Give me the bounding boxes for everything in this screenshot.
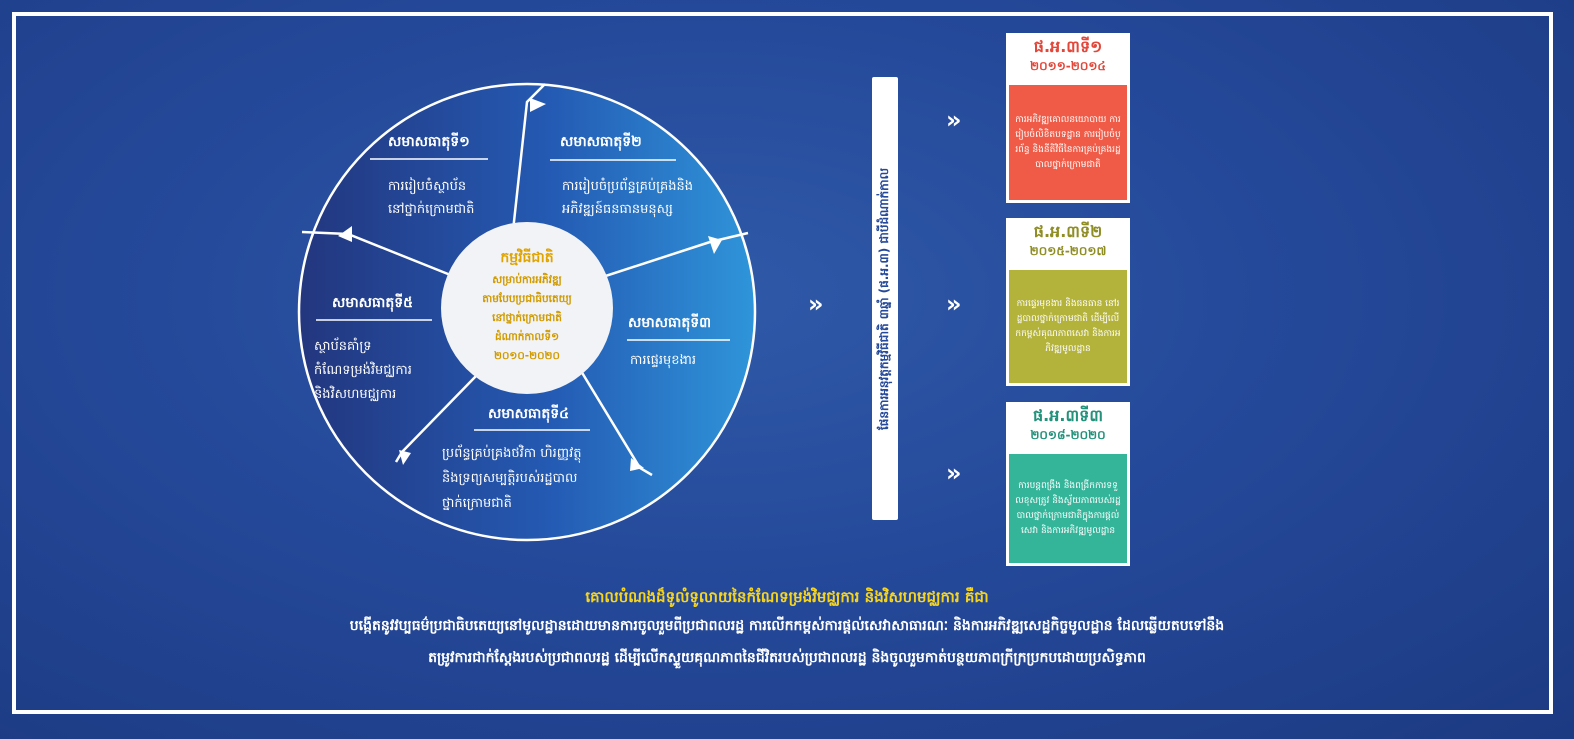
spoke-arrowheads: [338, 98, 722, 471]
phases-vertical-bar: ផែនការអនុវត្តកម្មវិធីជាតិ ៣ឆ្នាំ (ផ.អ.៣)…: [872, 77, 898, 520]
segment-5-line-3: និងវិសហមជ្ឈការ: [314, 385, 396, 402]
chevron-right-icon: »: [946, 459, 961, 487]
phase-card-2-header: ផ.អ.៣ទី២ ២០១៥-២០១៧: [1006, 218, 1130, 270]
phase-card-3: ផ.អ.៣ទី៣ ២០១៨-២០២០ ការបន្តពង្រឹង និងពង្រ…: [1006, 402, 1130, 566]
phase-card-1-text: ការអភិវឌ្ឍគោលនយោបាយ ការរៀបចំលិខិតបទដ្ឋាន…: [1015, 114, 1121, 170]
chevron-right-icon: »: [808, 290, 823, 318]
hub-line-1: សម្រាប់ការអភិវឌ្ឍ: [492, 272, 562, 286]
chevron-right-icon: »: [946, 290, 961, 318]
phase-card-3-text: ការបន្តពង្រឹង និងពង្រីកការទទួលខុសត្រូវ ន…: [1015, 480, 1121, 536]
hub-line-5: ២០១០-២០២០: [494, 350, 560, 362]
segment-4-title: សមាសធាតុទី៤: [488, 404, 569, 423]
footer-objective: គោលបំណងដ៏ទូលំទូលាយនៃកំណែទម្រង់វិមជ្ឈការ …: [40, 584, 1534, 674]
segment-5-line-1: ស្ថាប័នគាំទ្រ: [314, 337, 372, 354]
segment-1-line-1: ការរៀបចំស្ថាប័ន: [388, 177, 466, 195]
phase-card-3-body: ការបន្តពង្រឹង និងពង្រីកការទទួលខុសត្រូវ ន…: [1006, 454, 1130, 566]
footer-line-3: តម្រូវការជាក់ស្តែងរបស់ប្រជាពលរដ្ឋ ដើម្បី…: [428, 650, 1146, 666]
phase-card-1: ផ.អ.៣ទី១ ២០១១-២០១៤ ការអភិវឌ្ឍគោលនយោបាយ ក…: [1006, 33, 1130, 203]
phase-card-1-body: ការអភិវឌ្ឍគោលនយោបាយ ការរៀបចំលិខិតបទដ្ឋាន…: [1006, 85, 1130, 203]
chevron-right-icon: »: [946, 106, 961, 134]
phase-card-1-title: ផ.អ.៣ទី១: [1033, 37, 1103, 56]
footer-line-2: បង្កើតនូវវប្បធម៌ប្រជាធិបតេយ្យនៅមូលដ្ឋានដ…: [349, 618, 1225, 634]
hub-line-4: ដំណាក់កាលទី១: [495, 329, 559, 343]
phase-card-3-title: ផ.អ.៣ទី៣: [1033, 406, 1103, 425]
segment-2-title: សមាសធាតុទី២: [560, 132, 642, 151]
hub-line-3: នៅថ្នាក់ក្រោមជាតិ: [492, 310, 562, 324]
phase-card-3-years: ២០១៨-២០២០: [1030, 428, 1106, 442]
segment-2-line-1: ការរៀបចំប្រព័ន្ធគ្រប់គ្រងនិង: [562, 177, 693, 195]
phase-card-2-title: ផ.អ.៣ទី២: [1033, 222, 1103, 241]
hub-line-2: តាមបែបប្រជាធិបតេយ្យ: [482, 291, 572, 305]
white-frame-border: [12, 12, 1553, 714]
segment-1-line-2: នៅថ្នាក់ក្រោមជាតិ: [388, 200, 474, 217]
phase-card-3-header: ផ.អ.៣ទី៣ ២០១៨-២០២០: [1006, 402, 1130, 454]
segment-2-line-2: អភិវឌ្ឍន៍ធនធានមនុស្ស: [562, 200, 673, 218]
segment-3-line-1: ការផ្ទេរមុខងារ: [630, 353, 696, 369]
hub-title: កម្មវិធីជាតិ: [500, 248, 553, 266]
phase-card-2: ផ.អ.៣ទី២ ២០១៥-២០១៧ ការផ្ទេរមុខងារ និងធនធ…: [1006, 218, 1130, 386]
segment-1-title: សមាសធាតុទី១: [388, 132, 470, 151]
footer-heading: គោលបំណងដ៏ទូលំទូលាយនៃកំណែទម្រង់វិមជ្ឈការ …: [585, 588, 989, 606]
segment-3-title: សមាសធាតុទី៣: [628, 313, 711, 332]
segment-title-underlines: [316, 158, 730, 431]
segment-5-title: សមាសធាតុទី៥: [332, 293, 413, 312]
phase-card-1-years: ២០១១-២០១៤: [1030, 59, 1106, 73]
segment-4-line-3: ថ្នាក់ក្រោមជាតិ: [442, 494, 512, 511]
phase-card-2-years: ២០១៥-២០១៧: [1029, 244, 1107, 258]
segment-4-line-1: ប្រព័ន្ធគ្រប់គ្រងថវិកា ហិរញ្ញវត្ថុ: [442, 444, 582, 463]
segment-4-line-2: និងទ្រព្យសម្បត្តិរបស់រដ្ឋបាល: [442, 469, 577, 486]
segment-5-line-2: កំណែទម្រង់វិមជ្ឈការ: [314, 361, 412, 378]
phases-vertical-bar-label: ផែនការអនុវត្តកម្មវិធីជាតិ ៣ឆ្នាំ (ផ.អ.៣)…: [877, 167, 891, 430]
spoke-top: [510, 83, 546, 241]
phase-card-2-body: ការផ្ទេរមុខងារ និងធនធាន នៅរដ្ឋបាលថ្នាក់ក…: [1006, 270, 1130, 386]
phase-card-2-text: ការផ្ទេរមុខងារ និងធនធាន នៅរដ្ឋបាលថ្នាក់ក…: [1015, 298, 1121, 354]
phase-card-1-header: ផ.អ.៣ទី១ ២០១១-២០១៤: [1006, 33, 1130, 85]
hub-circle: [441, 222, 613, 394]
